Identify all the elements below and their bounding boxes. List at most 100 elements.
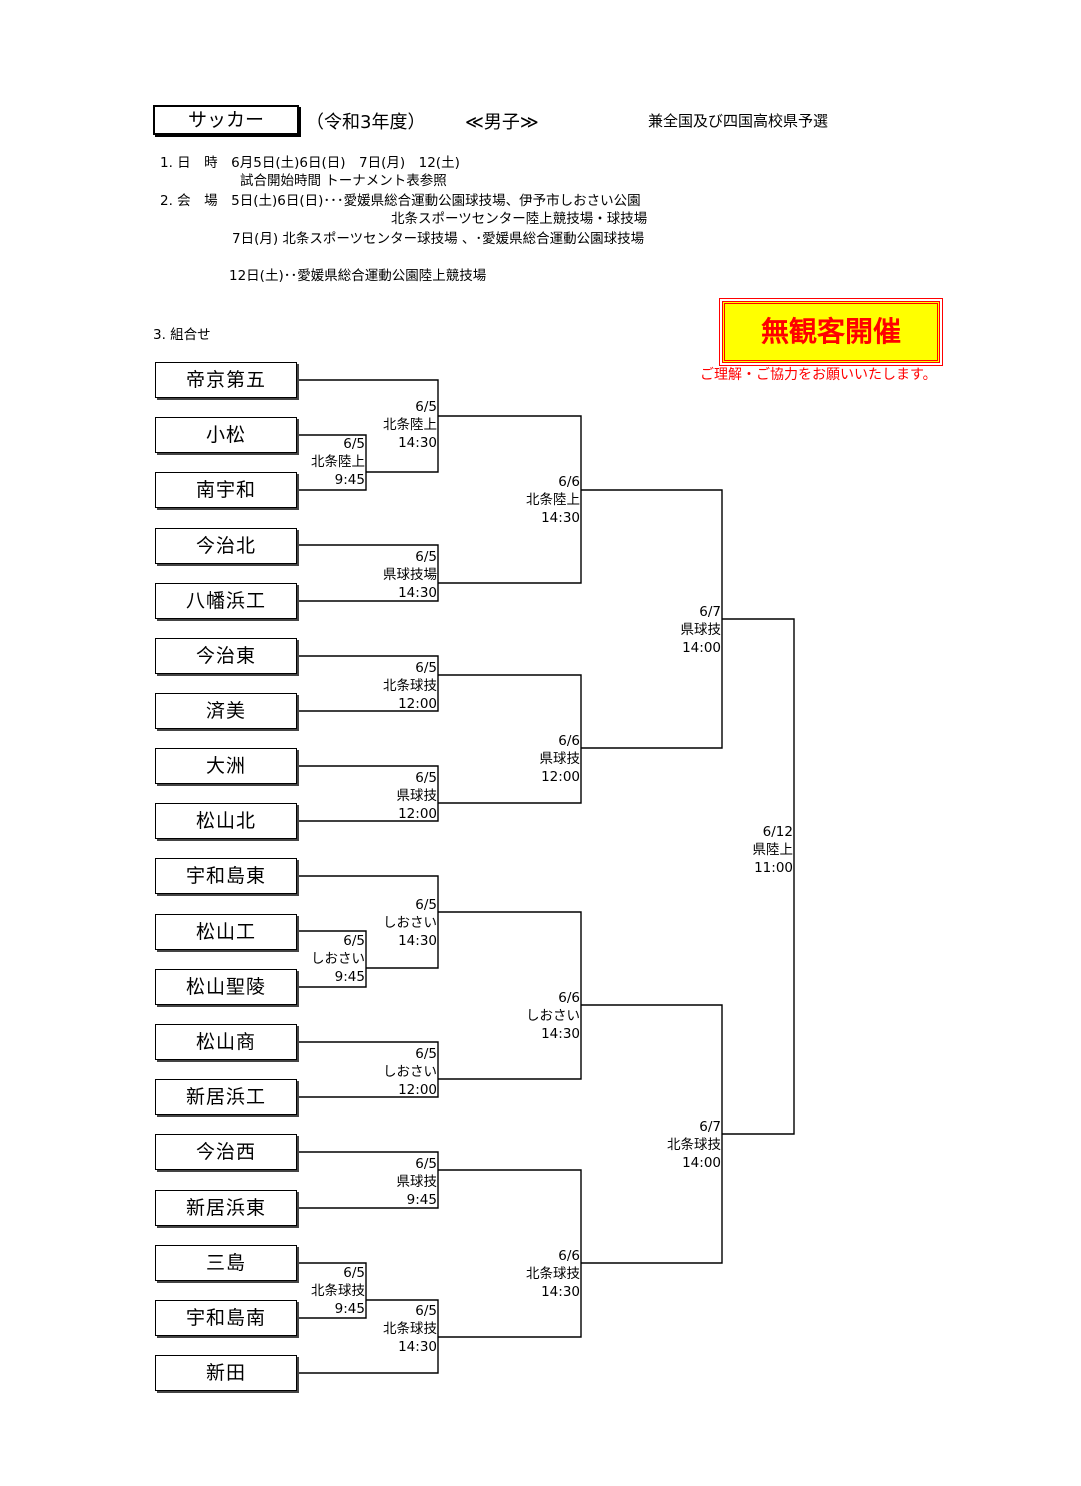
match-time: 14:00 [682, 640, 721, 656]
match-venue: 北条球技 [383, 678, 437, 694]
info-date: 1. 日 時 6月5日(土)6日(日) 7日(月) 12(土) [160, 155, 460, 171]
match-venue: しおさい [383, 1064, 437, 1080]
match-date: 6/5 [343, 933, 365, 949]
team-box: 帝京第五 [155, 362, 297, 398]
match-label-pre3: 6/5 北条球技 9:45 [311, 1264, 365, 1318]
team-box: 新居浜工 [155, 1079, 297, 1115]
match-date: 6/6 [558, 1248, 580, 1264]
match-venue: 北条球技 [383, 1321, 437, 1337]
match-label-r2c: 6/6 しおさい 14:30 [526, 989, 580, 1043]
info-venue-2: 北条スポーツセンター陸上競技場・球技場 [391, 211, 648, 227]
team-box: 済美 [155, 693, 297, 729]
match-label-r2a: 6/6 北条陸上 14:30 [526, 473, 580, 527]
match-label-r1c: 6/5 北条球技 12:00 [383, 659, 437, 713]
match-label-r2b: 6/6 県球技 12:00 [540, 732, 581, 786]
match-label-r1b: 6/5 県球技場 14:30 [383, 548, 437, 602]
match-time: 9:45 [406, 1192, 437, 1208]
info-venue-4: 12日(土)･･愛媛県総合運動公園陸上競技場 [229, 268, 487, 284]
sport-title: サッカー [153, 105, 299, 135]
match-time: 14:30 [398, 585, 437, 601]
match-date: 6/5 [343, 436, 365, 452]
team-box: 小松 [155, 417, 297, 453]
match-date: 6/5 [415, 1303, 437, 1319]
match-venue: 県球技 [539, 751, 581, 767]
match-time: 9:45 [334, 969, 365, 985]
match-date: 6/5 [415, 1046, 437, 1062]
match-time: 9:45 [334, 472, 365, 488]
match-date: 6/6 [558, 733, 580, 749]
match-date: 6/5 [415, 660, 437, 676]
match-time: 14:30 [398, 1339, 437, 1355]
match-time: 14:30 [398, 435, 437, 451]
match-date: 6/7 [699, 604, 721, 620]
section-draw-label: 3. 組合せ [153, 327, 211, 343]
match-date: 6/5 [415, 770, 437, 786]
team-box: 松山工 [155, 914, 297, 950]
team-box: 宇和島東 [155, 858, 297, 894]
team-box: 新田 [155, 1355, 297, 1391]
match-date: 6/12 [762, 824, 793, 840]
team-box: 南宇和 [155, 472, 297, 508]
match-venue: 北条陸上 [383, 417, 437, 433]
match-date: 6/5 [415, 897, 437, 913]
match-label-pre2: 6/5 しおさい 9:45 [311, 932, 365, 986]
match-time: 12:00 [541, 769, 580, 785]
match-time: 14:30 [398, 933, 437, 949]
match-venue: 北条球技 [311, 1283, 365, 1299]
match-label-r1h: 6/5 北条球技 14:30 [383, 1302, 437, 1356]
match-label-r1e: 6/5 しおさい 14:30 [383, 896, 437, 950]
info-venue-3: 7日(月) 北条スポーツセンター球技場 、･愛媛県総合運動公園球技場 [232, 231, 645, 247]
match-label-final: 6/12 県陸上 11:00 [753, 823, 794, 877]
match-venue: 県球技場 [383, 567, 437, 583]
match-venue: 県球技 [396, 1174, 438, 1190]
match-date: 6/5 [343, 1265, 365, 1281]
team-box: 八幡浜工 [155, 583, 297, 619]
match-date: 6/5 [415, 1156, 437, 1172]
team-box: 大洲 [155, 748, 297, 784]
match-time: 14:30 [541, 1026, 580, 1042]
match-label-sfb: 6/7 北条球技 14:00 [667, 1118, 721, 1172]
notice-subtext: ご理解・ご協力をお願いいたします。 [700, 367, 937, 383]
match-time: 14:30 [541, 510, 580, 526]
match-label-r1d: 6/5 県球技 12:00 [397, 769, 438, 823]
match-venue: 北条球技 [526, 1266, 580, 1282]
match-label-r1f: 6/5 しおさい 12:00 [383, 1045, 437, 1099]
match-time: 14:30 [541, 1284, 580, 1300]
team-box: 松山北 [155, 803, 297, 839]
match-label-pre1: 6/5 北条陸上 9:45 [311, 435, 365, 489]
team-box: 今治東 [155, 638, 297, 674]
match-venue: 県陸上 [752, 842, 794, 858]
match-time: 12:00 [398, 1082, 437, 1098]
match-venue: 北条陸上 [526, 492, 580, 508]
year-label: （令和3年度） [306, 112, 426, 133]
match-venue: しおさい [526, 1008, 580, 1024]
info-start-time: 試合開始時間 トーナメント表参照 [240, 173, 447, 189]
team-box: 今治北 [155, 528, 297, 564]
match-time: 14:00 [682, 1155, 721, 1171]
match-date: 6/6 [558, 990, 580, 1006]
match-date: 6/7 [699, 1119, 721, 1135]
match-time: 9:45 [334, 1301, 365, 1317]
team-box: 三島 [155, 1245, 297, 1281]
qualifier-label: 兼全国及び四国高校県予選 [648, 112, 829, 130]
match-venue: しおさい [383, 915, 437, 931]
match-venue: 県球技 [680, 622, 722, 638]
match-venue: 北条陸上 [311, 454, 365, 470]
match-time: 11:00 [754, 860, 793, 876]
match-date: 6/6 [558, 474, 580, 490]
team-box: 宇和島南 [155, 1300, 297, 1336]
match-label-r2d: 6/6 北条球技 14:30 [526, 1247, 580, 1301]
match-date: 6/5 [415, 549, 437, 565]
match-label-r1g: 6/5 県球技 9:45 [397, 1155, 438, 1209]
match-date: 6/5 [415, 399, 437, 415]
no-spectators-notice: 無観客開催 [719, 298, 943, 366]
match-venue: しおさい [311, 951, 365, 967]
match-time: 12:00 [398, 696, 437, 712]
match-label-r1a: 6/5 北条陸上 14:30 [383, 398, 437, 452]
team-box: 今治西 [155, 1134, 297, 1170]
match-label-sfa: 6/7 県球技 14:00 [681, 603, 722, 657]
match-time: 12:00 [398, 806, 437, 822]
match-venue: 北条球技 [667, 1137, 721, 1153]
division-label: ≪男子≫ [465, 112, 539, 133]
